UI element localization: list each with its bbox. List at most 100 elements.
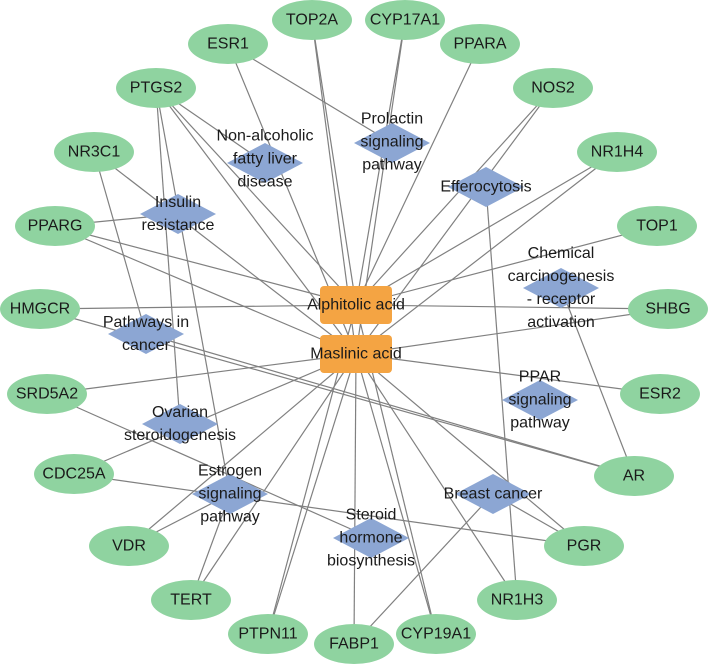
gene-label: PGR	[567, 538, 602, 555]
pathway-diamond	[448, 167, 524, 207]
edge-alphitolic-PTGS2	[155, 87, 357, 306]
edge-maslinic-VDR	[128, 353, 357, 547]
edge-ESR1-prolactin	[227, 43, 393, 144]
edge-PTGS2-ovarian	[155, 87, 181, 425]
gene-label: TOP2A	[286, 12, 339, 29]
gene-node-NR1H3[interactable]: NR1H3	[477, 580, 557, 620]
edge-maslinic-CYP19A1	[355, 353, 437, 635]
compound-label: Maslinic acid	[310, 346, 402, 363]
gene-node-AR[interactable]: AR	[594, 456, 674, 496]
gene-node-PTGS2[interactable]: PTGS2	[116, 68, 196, 108]
gene-label: PTPN11	[238, 626, 297, 643]
pathway-label-line: Non-alcoholic	[217, 128, 314, 145]
gene-label: TOP1	[636, 218, 678, 235]
gene-node-PGR[interactable]: PGR	[544, 526, 624, 566]
gene-node-SRD5A2[interactable]: SRD5A2	[7, 374, 87, 414]
gene-ellipse	[513, 68, 593, 108]
gene-label: NOS2	[531, 80, 575, 97]
pathway-node-chemcarc[interactable]: Chemical carcinogenesis - receptor activati…	[508, 245, 615, 331]
pathway-diamond	[108, 314, 184, 354]
compound-box	[320, 286, 392, 324]
edge-AR-chemcarc	[560, 287, 635, 477]
gene-node-CYP19A1[interactable]: CYP19A1	[396, 614, 476, 654]
gene-ellipse	[228, 614, 308, 654]
gene-ellipse	[628, 289, 708, 329]
pathway-node-efferocytosis[interactable]: Efferocytosis	[440, 167, 532, 207]
pathway-diamond	[523, 268, 599, 308]
gene-node-NOS2[interactable]: NOS2	[513, 68, 593, 108]
gene-node-TOP1[interactable]: TOP1	[617, 206, 697, 246]
gene-ellipse	[577, 132, 657, 172]
edge-alphitolic-HMGCR	[39, 304, 357, 310]
edge-maslinic-PGR	[355, 353, 585, 547]
pathway-label-line: activation	[527, 314, 595, 331]
gene-node-CYP17A1[interactable]: CYP17A1	[365, 0, 445, 40]
gene-node-NR1H4[interactable]: NR1H4	[577, 132, 657, 172]
pathway-node-breast[interactable]: Breast cancer	[444, 474, 543, 514]
gene-ellipse	[594, 456, 674, 496]
edge-NR3C1-cancer	[93, 151, 147, 335]
gene-label: CYP19A1	[401, 626, 471, 643]
compound-node-maslinic[interactable]: Maslinic acid	[310, 335, 402, 373]
pathway-label-line: biosynthesis	[327, 553, 415, 570]
gene-node-PPARA[interactable]: PPARA	[440, 24, 520, 64]
gene-node-CDC25A[interactable]: CDC25A	[34, 454, 114, 494]
gene-label: AR	[623, 468, 645, 485]
pathway-diamond	[142, 404, 218, 444]
gene-ellipse	[151, 580, 231, 620]
gene-ellipse	[116, 68, 196, 108]
edge-maslinic-SRD5A2	[46, 353, 357, 395]
edge-alphitolic-TOP1	[355, 225, 658, 306]
edge-alphitolic-NOS2	[355, 87, 554, 306]
pathway-label-line: pathway	[200, 509, 260, 526]
gene-node-SHBG[interactable]: SHBG	[628, 289, 708, 329]
pathway-label-line: Breast cancer	[444, 486, 543, 503]
gene-label: CDC25A	[42, 466, 105, 483]
gene-ellipse	[89, 526, 169, 566]
pathway-label-line: pathway	[510, 415, 570, 432]
compound-node-alphitolic[interactable]: Alphitolic acid	[307, 286, 405, 324]
pathway-label-line: signaling	[198, 486, 261, 503]
gene-node-TERT[interactable]: TERT	[151, 580, 231, 620]
gene-node-ESR2[interactable]: ESR2	[620, 374, 700, 414]
pathway-label-line: - receptor	[527, 291, 596, 308]
edge-maslinic-SHBG	[355, 308, 669, 355]
pathway-diamond	[455, 474, 531, 514]
gene-node-NR3C1[interactable]: NR3C1	[54, 132, 134, 172]
gene-ellipse	[188, 24, 268, 64]
edge-alphitolic-TOP2A	[311, 19, 357, 306]
gene-ellipse	[544, 526, 624, 566]
pathway-label-line: Estrogen	[198, 463, 262, 480]
gene-ellipse	[272, 0, 352, 40]
pathway-label-line: Chemical	[528, 245, 595, 262]
gene-ellipse	[365, 0, 445, 40]
edge-NR1H3-efferocytosis	[485, 186, 518, 601]
gene-node-ESR1[interactable]: ESR1	[188, 24, 268, 64]
edge-CDC25A-PGR	[73, 473, 585, 547]
gene-label: HMGCR	[10, 301, 70, 318]
pathway-label-line: carcinogenesis	[508, 268, 615, 285]
pathway-diamond	[502, 380, 578, 420]
edge-maslinic-NR1H4	[355, 151, 618, 355]
gene-node-VDR[interactable]: VDR	[89, 526, 169, 566]
gene-node-HMGCR[interactable]: HMGCR	[0, 289, 80, 329]
gene-label: NR1H4	[591, 144, 644, 161]
gene-ellipse	[396, 614, 476, 654]
pathway-label-line: steroidogenesis	[124, 427, 236, 444]
pathway-label-line: Pathways in	[103, 314, 189, 331]
pathway-label-line: fatty liver	[233, 151, 298, 168]
gene-node-TOP2A[interactable]: TOP2A	[272, 0, 352, 40]
pathway-node-estrogen[interactable]: Estrogen signaling pathway	[192, 463, 268, 526]
gene-label: NR3C1	[68, 144, 121, 161]
pathway-label-line: signaling	[360, 134, 423, 151]
gene-node-PPARG[interactable]: PPARG	[15, 206, 95, 246]
gene-node-FABP1[interactable]: FABP1	[314, 624, 394, 664]
gene-node-PTPN11[interactable]: PTPN11	[228, 614, 308, 654]
